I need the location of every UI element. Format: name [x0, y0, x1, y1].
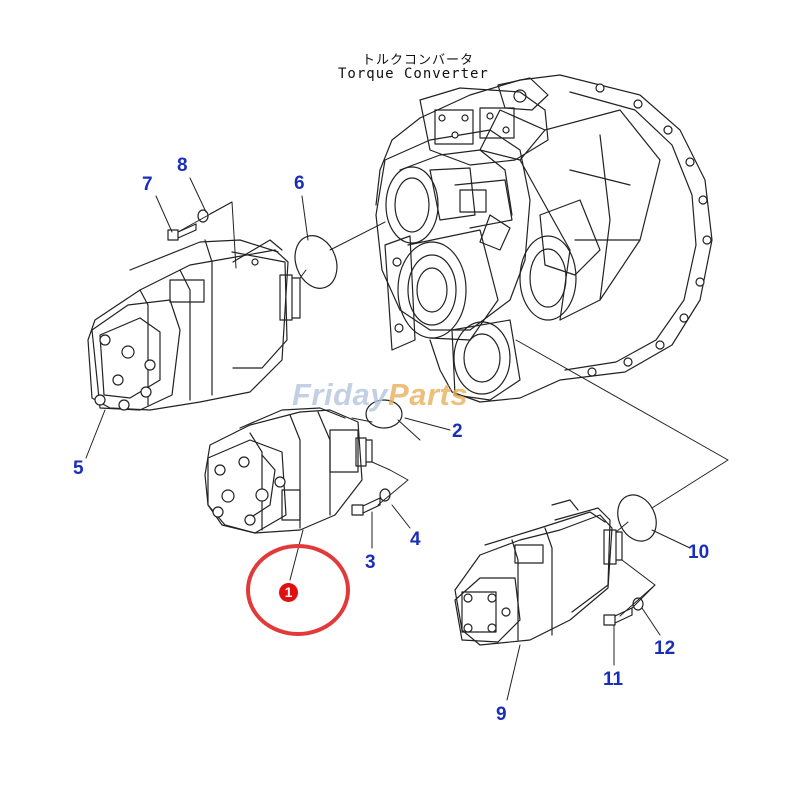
callout-12[interactable]: 12: [654, 638, 676, 659]
watermark: FridayParts: [292, 377, 468, 413]
bolt-3: [351, 497, 381, 516]
leader-lines: [85, 177, 729, 701]
callout-5[interactable]: 5: [73, 458, 84, 479]
callout-9[interactable]: 9: [496, 704, 507, 725]
callout-1-badge[interactable]: 1: [279, 583, 298, 602]
callout-6[interactable]: 6: [294, 173, 305, 194]
torque-converter-housing: [375, 74, 713, 403]
callout-2[interactable]: 2: [452, 421, 463, 442]
highlight-ring: [246, 544, 350, 636]
bolt-11: [603, 607, 633, 626]
watermark-part-b: Parts: [388, 377, 469, 412]
callout-11[interactable]: 11: [603, 669, 624, 690]
torque-converter-label-ja: トルクコンバータ: [362, 53, 475, 68]
o-ring-2: [365, 399, 403, 429]
pump-assembly-5: [87, 239, 301, 411]
pump-assembly-9: [454, 499, 623, 646]
callout-4[interactable]: 4: [410, 529, 421, 550]
washer-8: [197, 209, 209, 223]
callout-3[interactable]: 3: [365, 552, 376, 573]
torque-converter-label-en: Torque Converter: [338, 66, 489, 82]
callout-7[interactable]: 7: [142, 174, 153, 195]
callout-8[interactable]: 8: [177, 155, 188, 176]
callout-10[interactable]: 10: [688, 542, 710, 563]
o-ring-6: [294, 235, 338, 289]
pump-assembly-1: [204, 407, 373, 534]
watermark-part-a: Friday: [292, 377, 389, 412]
o-ring-10: [617, 494, 657, 542]
